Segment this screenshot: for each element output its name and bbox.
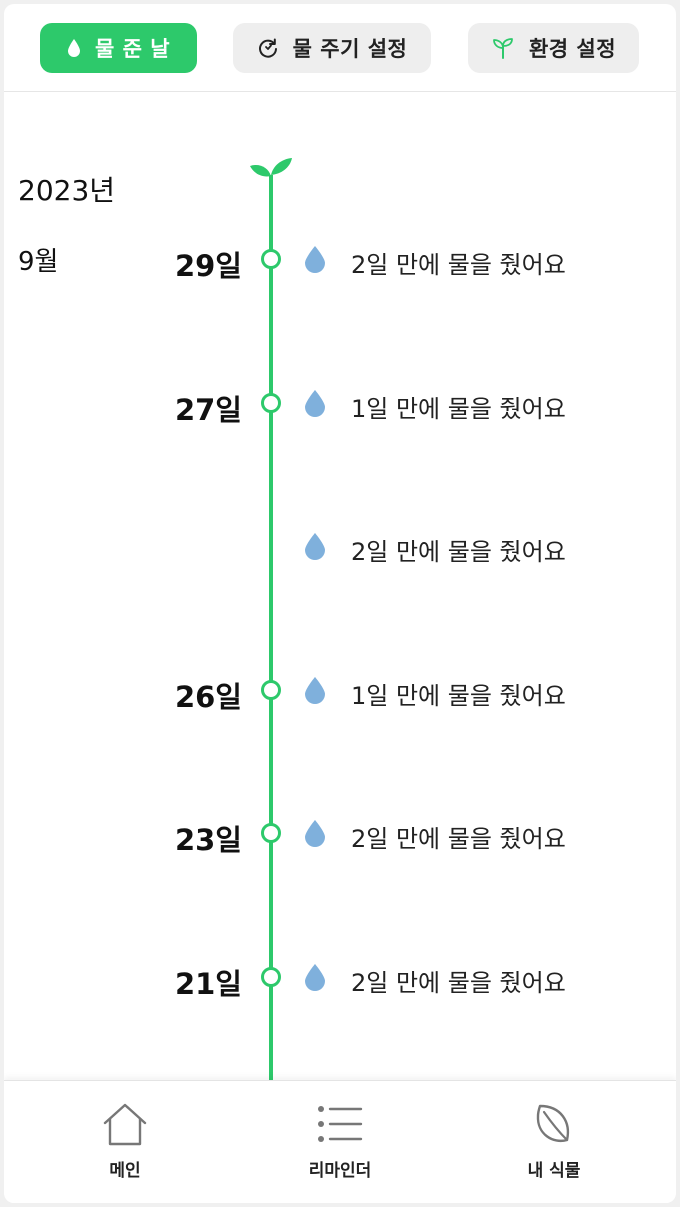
timeline-year: 2023년 [18, 174, 116, 207]
nav-reminder[interactable]: 리마인더 [260, 1081, 420, 1203]
water-drop-icon [305, 820, 325, 847]
sprout-icon [493, 38, 513, 59]
tab-environment[interactable]: 환경 설정 [468, 23, 639, 73]
entry-message: 2일 만에 물을 줬어요 [351, 251, 566, 279]
bottom-nav: 메인 리마인더 내 식물 [4, 1080, 676, 1203]
tab-water-day[interactable]: 물 준 날 [40, 23, 197, 73]
timeline-entry: 29일 2일 만에 물을 줬어요 [4, 239, 676, 283]
entry-message: 2일 만에 물을 줬어요 [351, 969, 566, 997]
nav-reminder-label: 리마인더 [308, 1161, 372, 1181]
nav-main-label: 메인 [109, 1161, 141, 1181]
entry-message: 2일 만에 물을 줬어요 [351, 538, 566, 566]
sprout-icon [250, 158, 292, 185]
entry-day: 27일 [174, 393, 242, 427]
water-drop-icon [305, 533, 325, 560]
refresh-cycle-icon [258, 38, 277, 58]
entry-day: 29일 [174, 249, 242, 283]
water-drop-icon [305, 677, 325, 704]
entry-day: 21일 [174, 967, 242, 1001]
entry-message: 1일 만에 물을 줬어요 [351, 395, 566, 423]
timeline-entry: 2일 만에 물을 줬어요 [4, 526, 676, 566]
nav-main[interactable]: 메인 [45, 1081, 205, 1203]
leaf-icon [536, 1104, 570, 1143]
list-icon [318, 1106, 363, 1142]
water-drop-icon [305, 390, 325, 417]
entry-message: 2일 만에 물을 줬어요 [351, 825, 566, 853]
watering-timeline: 2023년 9월 29일 2일 만에 물을 줬어요 27일 1일 만에 물을 줬… [4, 93, 676, 1081]
app-screen: 물 준 날 물 주기 설정 환경 설정 2023년 9월 [4, 4, 676, 1203]
timeline-node [261, 393, 281, 413]
timeline-entry: 21일 2일 만에 물을 줬어요 [4, 957, 676, 1001]
timeline-node [261, 967, 281, 987]
water-drop-icon [67, 39, 80, 57]
tab-environment-label: 환경 설정 [528, 37, 617, 61]
timeline-node [261, 680, 281, 700]
timeline-month: 9월 [18, 247, 59, 277]
tab-water-day-label: 물 준 날 [94, 37, 171, 61]
timeline-node [261, 249, 281, 269]
entry-day: 23일 [174, 823, 242, 857]
timeline-entry: 23일 2일 만에 물을 줬어요 [4, 813, 676, 857]
entry-message: 1일 만에 물을 줬어요 [351, 682, 566, 710]
timeline-node [261, 823, 281, 843]
entry-day: 26일 [174, 680, 242, 714]
water-drop-icon [305, 246, 325, 273]
timeline-entry: 27일 1일 만에 물을 줬어요 [4, 383, 676, 427]
tab-water-cycle[interactable]: 물 주기 설정 [233, 23, 431, 73]
nav-my-plants-label: 내 식물 [527, 1161, 581, 1181]
water-drop-icon [305, 964, 325, 991]
timeline-entry: 26일 1일 만에 물을 줬어요 [4, 670, 676, 714]
nav-my-plants[interactable]: 내 식물 [474, 1081, 634, 1203]
timeline-line [269, 181, 273, 1081]
tab-water-cycle-label: 물 주기 설정 [292, 37, 408, 61]
tab-bar: 물 준 날 물 주기 설정 환경 설정 [4, 4, 676, 92]
home-icon [103, 1103, 147, 1146]
